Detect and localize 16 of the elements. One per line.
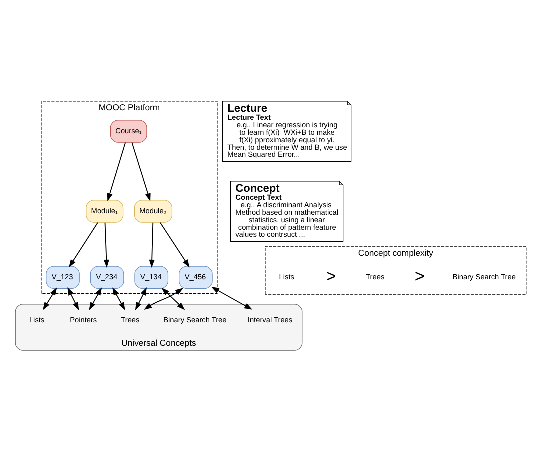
arrow: [160, 222, 190, 268]
arrow: [144, 288, 184, 310]
arrow: [69, 222, 98, 268]
arrow: [132, 142, 151, 202]
arrow: [149, 222, 155, 268]
arrow: [107, 142, 126, 202]
arrow: [135, 288, 147, 310]
arrow: [89, 288, 102, 310]
label: >: [326, 266, 336, 286]
arrow: [43, 288, 58, 310]
arrow: [162, 288, 186, 310]
arrow: [112, 288, 126, 310]
arrow: [68, 288, 80, 310]
arrow: [211, 286, 253, 310]
label: >: [414, 266, 425, 286]
arrow: [104, 222, 110, 268]
